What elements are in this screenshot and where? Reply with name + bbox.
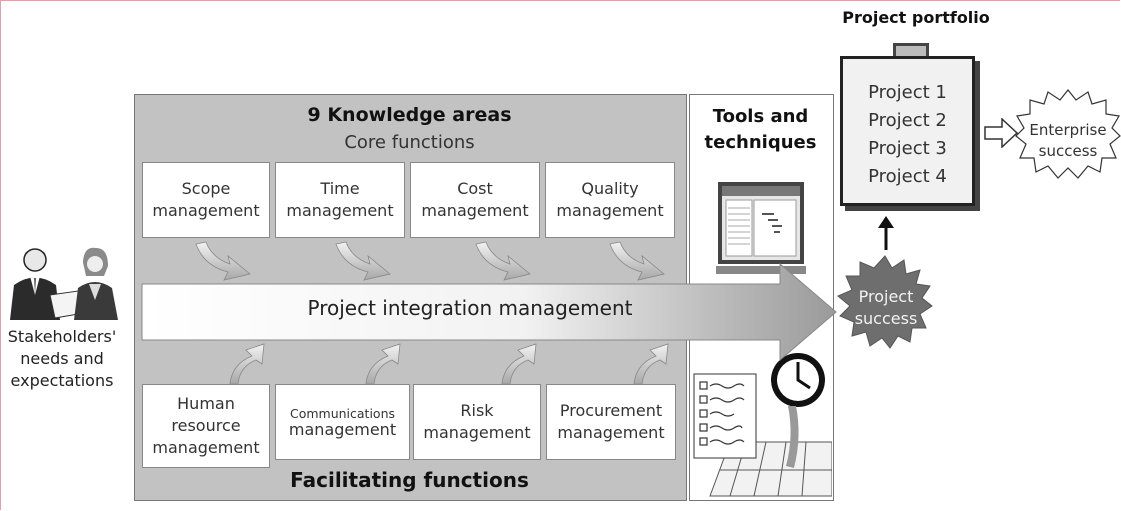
scope-management-box: Scope management — [142, 162, 270, 238]
enterprise-success-label: Enterprise success — [1029, 121, 1107, 160]
integration-arrow — [141, 262, 837, 362]
procurement-management-box: Procurement management — [546, 384, 676, 460]
communications-management-box: Communications management — [275, 384, 410, 460]
flow-arrows — [195, 241, 669, 385]
cost-management-box: Cost management — [410, 162, 540, 238]
stakeholders-label: Stakeholders' needs and expectations — [7, 327, 117, 390]
communications-management-label: management — [288, 420, 397, 439]
human-resource-management-box: Human resource management — [142, 384, 270, 468]
arrow-scope — [195, 241, 251, 281]
checklist-clock-icon — [693, 353, 832, 497]
gantt-chart-icon — [716, 182, 806, 274]
tools-title: Tools and techniques — [704, 106, 817, 153]
project-success-burst — [837, 255, 933, 349]
arrow-human — [229, 343, 265, 385]
arrow-cost — [475, 241, 531, 281]
time-management-box: Time management — [275, 162, 405, 238]
arrow-communications — [365, 343, 401, 385]
arrow-risk — [501, 343, 537, 385]
stakeholders-illustration — [10, 247, 118, 320]
portfolio-briefcase — [840, 56, 975, 206]
risk-management-box: Risk management — [413, 384, 541, 460]
quality-management-box: Quality management — [545, 162, 675, 238]
project-2: Project 2 — [868, 110, 947, 131]
core-functions-label: Core functions — [344, 132, 475, 153]
briefcase-handle — [893, 43, 929, 56]
arrow-time — [335, 241, 391, 281]
communications-label: Communications — [289, 406, 396, 421]
hollow-arrow — [984, 118, 1018, 148]
up-arrow — [878, 216, 894, 250]
project-success-label: Project success — [854, 287, 918, 328]
project-1: Project 1 — [868, 82, 947, 103]
knowledge-areas-title: 9 Knowledge areas — [307, 104, 512, 126]
arrow-procurement — [633, 343, 669, 385]
portfolio-title: Project portfolio — [842, 8, 990, 27]
arrow-quality — [609, 241, 665, 281]
enterprise-success-burst — [1015, 89, 1121, 179]
project-3: Project 3 — [868, 138, 947, 159]
facilitating-functions-label: Facilitating functions — [290, 468, 529, 492]
integration-label: Project integration management — [307, 296, 633, 320]
project-4: Project 4 — [868, 166, 947, 187]
